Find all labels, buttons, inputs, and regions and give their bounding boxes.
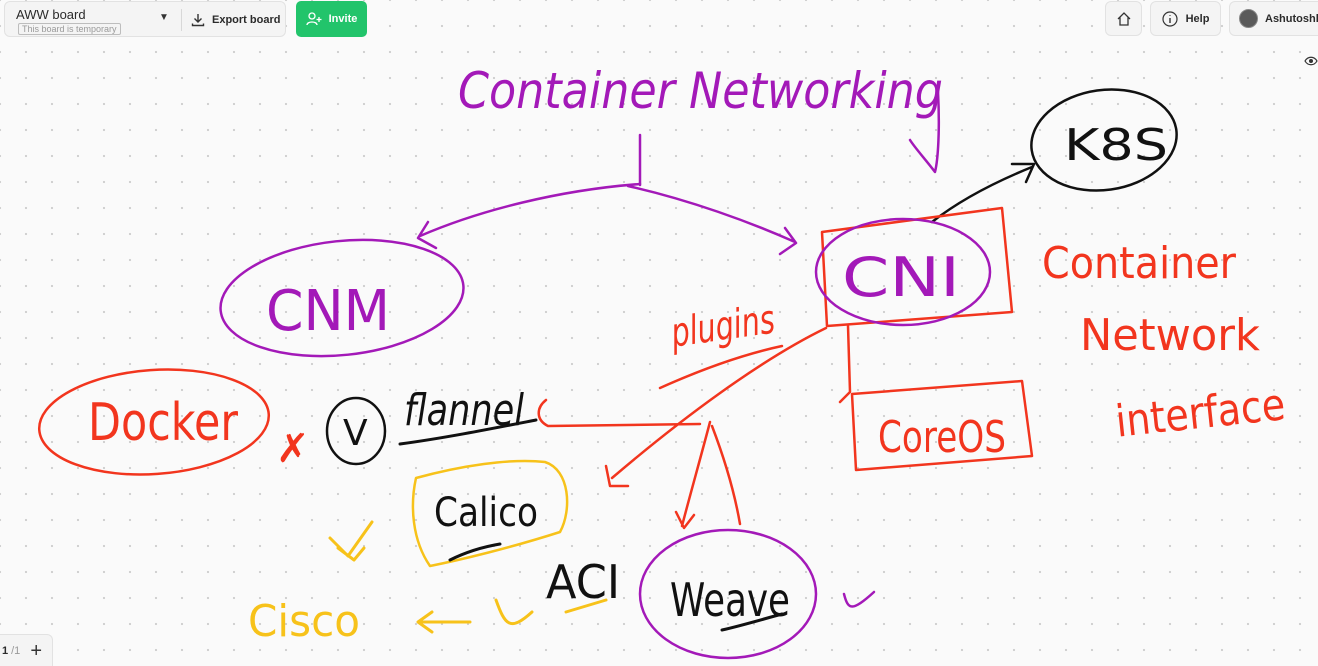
v-mark: V — [343, 413, 368, 454]
weave-text: Weave — [670, 573, 790, 627]
purple-check — [842, 590, 876, 608]
cisco-text: Cisco — [248, 596, 360, 647]
download-icon — [191, 14, 205, 27]
title-tail-stroke — [908, 90, 941, 174]
plugins-underline — [658, 344, 784, 390]
cni-expansion-line3: interface — [1113, 379, 1287, 447]
cni-to-k8s-arrow — [930, 162, 1036, 224]
calico-box — [411, 459, 569, 568]
export-board-label: Export board — [212, 14, 281, 26]
page-navigator: 1 /1 + — [0, 634, 53, 666]
coreos-text: CoreOS — [878, 412, 1006, 463]
eye-icon[interactable] — [1304, 55, 1318, 67]
cni-to-coreos-line — [838, 324, 852, 404]
invite-button[interactable]: Invite — [296, 1, 367, 37]
page-current[interactable]: 1 — [2, 644, 9, 657]
help-label: Help — [1185, 12, 1210, 25]
weave-circle — [638, 528, 818, 660]
yellow-arrow-left — [416, 610, 472, 634]
arrow-to-cni — [626, 184, 798, 256]
export-board-button[interactable]: Export board — [191, 6, 280, 34]
add-page-button[interactable]: + — [30, 639, 42, 662]
user-menu[interactable]: Ashutoshh S — [1229, 1, 1318, 36]
cni-to-calico-arrow — [604, 326, 828, 488]
cross-mark: ✗ — [276, 426, 310, 472]
add-user-icon — [305, 12, 322, 26]
red-bracket — [537, 398, 702, 428]
v-circle — [325, 396, 387, 466]
arrow-to-cnm — [416, 182, 642, 250]
aci-underline — [564, 598, 608, 614]
chevron-down-icon[interactable]: ▼ — [159, 12, 169, 23]
flannel-text: flannel — [404, 385, 525, 436]
k8s-text: K8S — [1064, 120, 1168, 171]
board-name[interactable]: AWW board — [16, 7, 86, 22]
k8s-circle — [1030, 88, 1178, 192]
weave-underline — [720, 612, 784, 632]
cnm-text: CNM — [266, 279, 390, 344]
coreos-box — [850, 379, 1034, 472]
page-total: /1 — [11, 644, 21, 657]
cni-expansion-line2: Network — [1080, 310, 1261, 361]
flannel-underline — [398, 418, 538, 446]
docker-text: Docker — [88, 393, 239, 453]
board-temporary-badge: This board is temporary — [18, 23, 121, 35]
aci-text: ACI — [546, 555, 620, 609]
title-text: Container Networking — [458, 62, 943, 120]
help-button[interactable]: Help — [1150, 1, 1221, 36]
user-name: Ashutoshh S — [1265, 12, 1318, 25]
home-button[interactable] — [1105, 1, 1142, 36]
calico-scribble — [448, 542, 502, 562]
plugins-text: plugins — [668, 297, 778, 357]
toolbar-divider — [181, 9, 182, 31]
invite-label: Invite — [328, 13, 358, 25]
yellow-check-2 — [494, 598, 534, 625]
docker-circle — [37, 368, 271, 476]
calico-text: Calico — [434, 490, 538, 536]
weave-branch — [674, 420, 742, 530]
board-toolbar: AWW board This board is temporary ▼ Expo… — [4, 1, 286, 37]
home-icon — [1117, 11, 1130, 26]
avatar — [1239, 9, 1258, 28]
info-icon — [1161, 10, 1178, 27]
cni-circle — [814, 217, 992, 327]
cnm-circle — [219, 238, 465, 358]
yellow-check-1 — [328, 520, 374, 562]
cni-expansion-line1: Container — [1042, 238, 1237, 289]
cni-text: CNI — [842, 246, 960, 309]
